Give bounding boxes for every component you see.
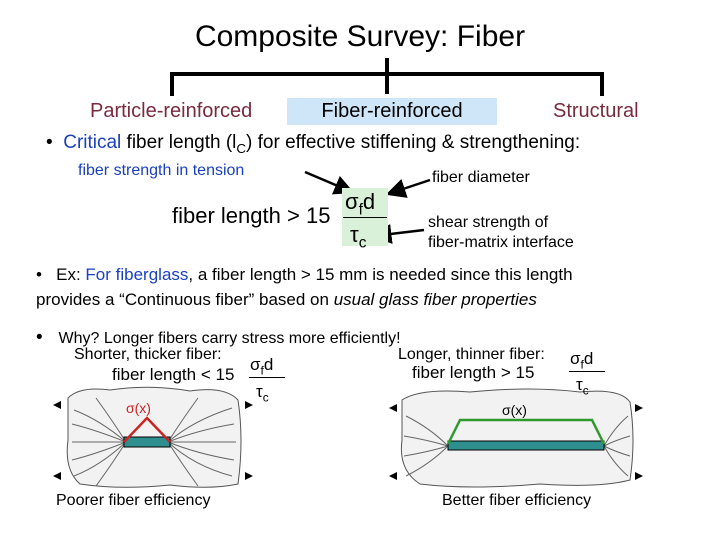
eq-sub-c: c: [358, 234, 367, 252]
bullet-dot: •: [46, 132, 64, 153]
l-d: d: [263, 355, 274, 374]
eq-sigma: σ: [345, 189, 359, 214]
eq-op: >: [286, 203, 300, 228]
r-tau: τ: [576, 375, 583, 394]
bullet-dot: •: [36, 327, 59, 348]
label-shear-1: shear strength of: [428, 214, 549, 231]
bullet-example-line1: • Ex: For fiberglass, a fiber length > 1…: [36, 265, 573, 285]
right-equation: fiber length > 15: [412, 363, 534, 383]
left-caption: Poorer fiber efficiency: [56, 492, 211, 509]
critical-text-tail: ) for effective stiffening & strengtheni…: [246, 132, 581, 153]
r-d: d: [583, 349, 594, 368]
eq-const: 15: [305, 203, 331, 228]
left-heading: Shorter, thicker fiber:: [74, 346, 222, 363]
left-eq-bar: [249, 377, 285, 378]
why-text: Why? Longer fibers carry stress more eff…: [58, 330, 401, 347]
left-sigma-label: σ(x): [126, 400, 151, 416]
left-eq-numerator: σfd: [250, 355, 273, 377]
left-eq-denominator: τc: [256, 382, 269, 404]
right-eq-const: 15: [515, 363, 535, 382]
eq-denominator: τc: [350, 222, 366, 252]
right-heading: Longer, thinner fiber:: [398, 346, 545, 363]
hierarchy-bracket: [170, 58, 604, 96]
equation-main: fiber length > 15: [172, 203, 330, 229]
arrow-diameter: [385, 178, 431, 198]
tree-particle-label: Particle-reinforced: [90, 100, 253, 122]
eq-sub-f: f: [358, 201, 363, 219]
right-eq-lhs: fiber length: [412, 363, 497, 382]
tree-fiber-label: Fiber-reinforced: [321, 100, 463, 122]
right-specimen: [389, 388, 643, 488]
label-fiber-strength: fiber strength in tension: [78, 162, 245, 179]
eq-fraction-bar: [343, 217, 387, 218]
eq-tau: τ: [350, 222, 359, 247]
right-force-lines: [403, 415, 631, 477]
bullet-example-line2: provides a “Continuous fiber” based on u…: [36, 290, 537, 310]
right-eq-op: >: [500, 363, 511, 382]
left-eq-lhs: fiber length: [112, 365, 197, 384]
l-sigma: σ: [250, 355, 261, 374]
l-tau: τ: [256, 382, 263, 401]
ex-italic: usual glass fiber properties: [333, 290, 537, 309]
r-sigma: σ: [570, 349, 581, 368]
r-f: f: [580, 357, 584, 372]
l-c: c: [262, 390, 269, 405]
right-eq-bar: [569, 371, 605, 372]
page-title: Composite Survey: Fiber: [194, 20, 526, 53]
left-eq-op: <: [200, 365, 211, 384]
critical-text: fiber length (l: [121, 132, 237, 153]
eq-numerator: σfd: [345, 189, 375, 219]
bullet-critical-length: • Critical fiber length (lC) for effecti…: [46, 132, 580, 156]
right-fiber: [447, 440, 605, 451]
eq-d: d: [362, 189, 376, 214]
right-sigma-label: σ(x): [502, 402, 527, 418]
label-shear-2: fiber-matrix interface: [428, 234, 574, 251]
ex-fiberglass: For fiberglass: [85, 265, 189, 284]
eq-lhs: fiber length: [172, 203, 281, 228]
right-eq-numerator: σfd: [570, 349, 593, 371]
r-c: c: [582, 383, 589, 398]
critical-subscript: C: [236, 140, 247, 156]
right-stress-profile: [446, 418, 606, 445]
bullet-why: • Why? Longer fibers carry stress more e…: [36, 327, 401, 349]
ex-text-2: provides a “Continuous fiber” based on: [36, 290, 334, 309]
ex-label: Ex:: [56, 265, 86, 284]
bullet-dot: •: [36, 265, 57, 284]
right-matrix: [400, 388, 634, 488]
left-stress-profile: [123, 416, 171, 443]
right-eq-denominator: τc: [576, 375, 589, 397]
ex-text: , a fiber length > 15 mm is needed since…: [188, 265, 573, 284]
tree-structural-label: Structural: [553, 100, 639, 122]
fiber-highlight-box: [287, 98, 497, 125]
critical-word: Critical: [63, 132, 122, 153]
right-caption: Better fiber efficiency: [442, 492, 592, 509]
l-f: f: [260, 363, 264, 378]
left-equation: fiber length < 15: [112, 365, 234, 385]
label-fiber-diameter: fiber diameter: [432, 169, 530, 186]
left-fiber: [123, 436, 171, 448]
left-specimen: [53, 386, 253, 488]
left-eq-const: 15: [215, 365, 235, 384]
